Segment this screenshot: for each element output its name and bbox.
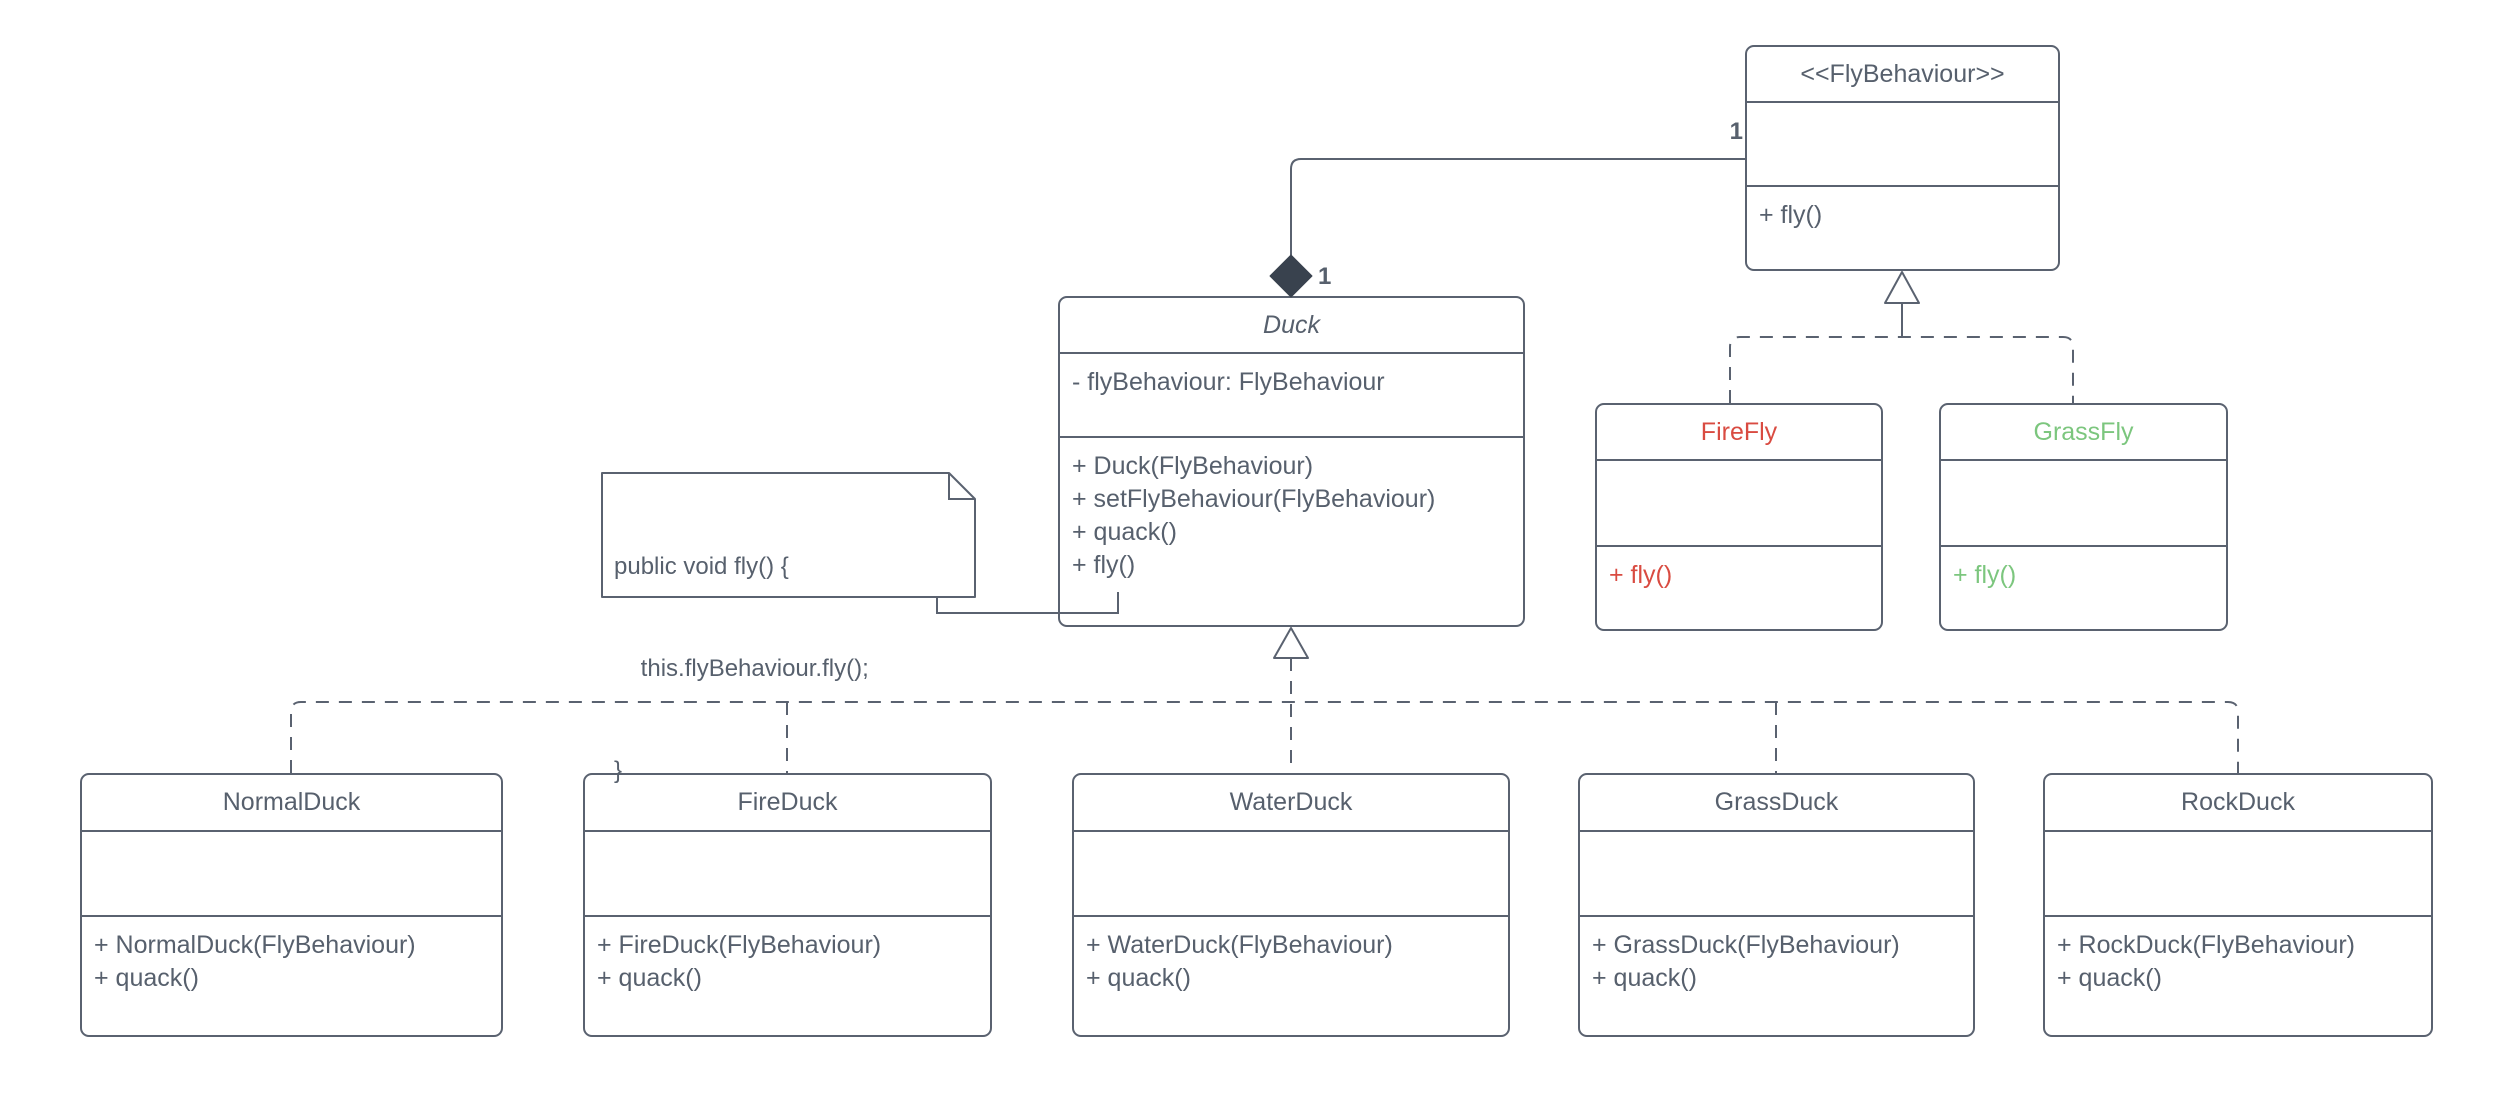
attribute-label: - flyBehaviour: FlyBehaviour: [1072, 368, 1385, 396]
method-label: + FireDuck(FlyBehaviour): [597, 931, 882, 959]
class-methods: + fly(): [1597, 547, 1881, 629]
generalization-triangle-duck: [1273, 627, 1309, 659]
class-attributes: [1074, 832, 1508, 917]
method-label: + NormalDuck(FlyBehaviour): [94, 931, 416, 959]
class-methods: + fly(): [1747, 187, 2058, 269]
class-methods: + FireDuck(FlyBehaviour) + quack(): [585, 917, 990, 1035]
multiplicity-label-flybehaviour: 1: [1729, 118, 1743, 145]
class-title: WaterDuck: [1074, 775, 1508, 832]
class-title: FireFly: [1597, 405, 1881, 461]
class-fireduck[interactable]: FireDuck + FireDuck(FlyBehaviour) + quac…: [583, 773, 992, 1037]
class-attributes: - flyBehaviour: FlyBehaviour: [1060, 354, 1523, 438]
class-flybehaviour[interactable]: <<FlyBehaviour>> + fly(): [1745, 45, 2060, 271]
method-label: + setFlyBehaviour(FlyBehaviour): [1072, 485, 1436, 513]
class-title: NormalDuck: [82, 775, 501, 832]
class-attributes: [1597, 461, 1881, 547]
note-line: this.flyBehaviour.fly();: [614, 655, 869, 682]
method-label: + quack(): [94, 964, 199, 992]
class-normalduck[interactable]: NormalDuck + NormalDuck(FlyBehaviour) + …: [80, 773, 503, 1037]
class-title: RockDuck: [2045, 775, 2431, 832]
realization-link-firefly-grassfly: [1729, 336, 2074, 403]
method-label: + quack(): [1072, 518, 1177, 546]
class-attributes: [1941, 461, 2226, 547]
class-methods: + fly(): [1941, 547, 2226, 629]
composition-diamond: [1269, 254, 1313, 298]
note-line: }: [614, 757, 623, 784]
class-title: GrassFly: [1941, 405, 2226, 461]
note-line: public void fly() {: [614, 553, 789, 580]
class-waterduck[interactable]: WaterDuck + WaterDuck(FlyBehaviour) + qu…: [1072, 773, 1510, 1037]
class-title: FireDuck: [585, 775, 990, 832]
class-attributes: [2045, 832, 2431, 917]
method-label: + quack(): [1086, 964, 1191, 992]
class-methods: + RockDuck(FlyBehaviour) + quack(): [2045, 917, 2431, 1035]
multiplicity-label-duck: 1: [1318, 263, 1332, 290]
class-grassduck[interactable]: GrassDuck + GrassDuck(FlyBehaviour) + qu…: [1578, 773, 1975, 1037]
method-label: + GrassDuck(FlyBehaviour): [1592, 931, 1900, 959]
generalization-rail: [290, 701, 2239, 773]
class-title: GrassDuck: [1580, 775, 1973, 832]
method-label: + RockDuck(FlyBehaviour): [2057, 931, 2356, 959]
class-attributes: [82, 832, 501, 917]
composition-link: [1290, 158, 1745, 255]
method-label: + fly(): [1759, 201, 1823, 229]
class-rockduck[interactable]: RockDuck + RockDuck(FlyBehaviour) + quac…: [2043, 773, 2433, 1037]
class-methods: + NormalDuck(FlyBehaviour) + quack(): [82, 917, 501, 1035]
method-label: + fly(): [1953, 561, 2017, 589]
method-label: + WaterDuck(FlyBehaviour): [1086, 931, 1393, 959]
class-title: Duck: [1060, 298, 1523, 354]
class-methods: + WaterDuck(FlyBehaviour) + quack(): [1074, 917, 1508, 1035]
method-label: + Duck(FlyBehaviour): [1072, 452, 1314, 480]
method-label: + quack(): [597, 964, 702, 992]
class-methods: + GrassDuck(FlyBehaviour) + quack(): [1580, 917, 1973, 1035]
code-note[interactable]: public void fly() { this.flyBehaviour.fl…: [602, 473, 975, 784]
method-label: + quack(): [2057, 964, 2162, 992]
class-attributes: [1580, 832, 1973, 917]
class-duck[interactable]: Duck - flyBehaviour: FlyBehaviour + Duck…: [1058, 296, 1525, 627]
method-label: + quack(): [1592, 964, 1697, 992]
method-label: + fly(): [1072, 551, 1136, 579]
class-firefly[interactable]: FireFly + fly(): [1595, 403, 1883, 631]
class-attributes: [585, 832, 990, 917]
class-methods: + Duck(FlyBehaviour) + setFlyBehaviour(F…: [1060, 438, 1523, 625]
class-grassfly[interactable]: GrassFly + fly(): [1939, 403, 2228, 631]
generalization-triangle-flybehaviour: [1884, 271, 1920, 304]
class-title: <<FlyBehaviour>>: [1747, 47, 2058, 103]
class-attributes: [1747, 103, 2058, 187]
method-label: + fly(): [1609, 561, 1673, 589]
